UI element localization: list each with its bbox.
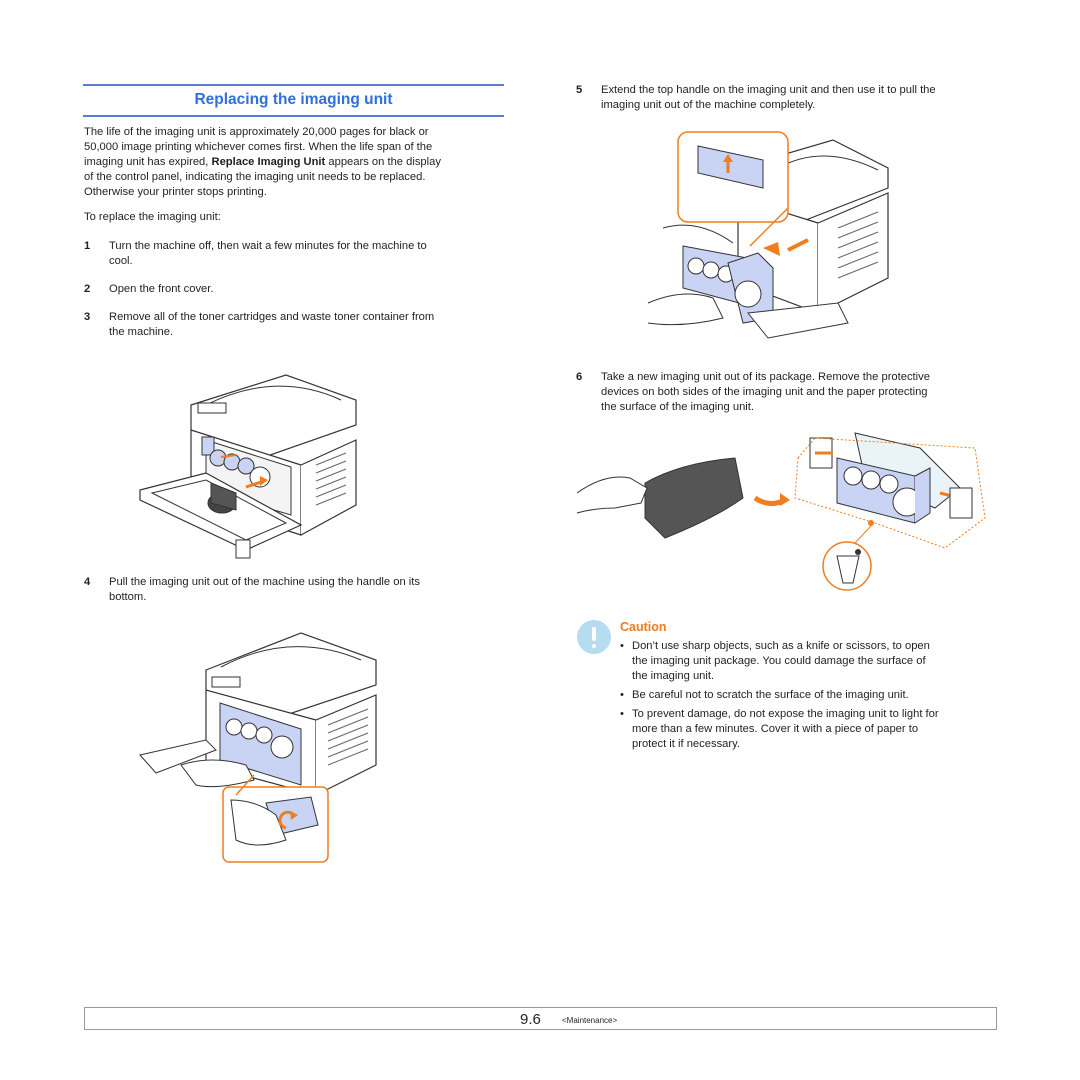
- extend-top-handle-illustration: [647, 131, 889, 339]
- display-message: Replace Imaging Unit: [211, 156, 326, 168]
- caution-heading: Caution: [620, 620, 667, 634]
- intro-line: Otherwise your printer stops printing.: [84, 186, 267, 198]
- intro-line: of the control panel, indicating the ima…: [84, 171, 426, 183]
- chapter-label: <Maintenance>: [562, 1016, 618, 1025]
- step-number: 3: [84, 311, 91, 323]
- bullet-icon: •: [620, 640, 624, 652]
- pull-imaging-unit-illustration: [139, 632, 377, 863]
- footer-bar: [84, 1007, 997, 1030]
- section-title-block: Replacing the imaging unit: [83, 84, 504, 117]
- intro-line: imaging unit has expired, Replace Imagin…: [84, 156, 441, 168]
- caution-icon: [577, 620, 611, 654]
- page-number: 9.6: [520, 1011, 541, 1028]
- title-bottom-rule: [83, 115, 504, 117]
- step-number: 4: [84, 576, 91, 588]
- step-number: 6: [576, 371, 583, 383]
- bullet-icon: •: [620, 708, 624, 720]
- step-number: 2: [84, 283, 91, 295]
- bullet-icon: •: [620, 689, 624, 701]
- lead-text: To replace the imaging unit:: [84, 211, 221, 223]
- intro-line: The life of the imaging unit is approxim…: [84, 126, 429, 138]
- remove-toner-illustration: [139, 374, 357, 559]
- step-number: 5: [576, 84, 583, 96]
- intro-line: 50,000 image printing whichever comes fi…: [84, 141, 433, 153]
- new-imaging-unit-illustration: [576, 432, 986, 591]
- title-top-rule: [83, 84, 504, 86]
- page-title: Replacing the imaging unit: [194, 91, 393, 108]
- intro-paragraph: The life of the imaging unit is approxim…: [84, 125, 504, 200]
- step-number: 1: [84, 240, 91, 252]
